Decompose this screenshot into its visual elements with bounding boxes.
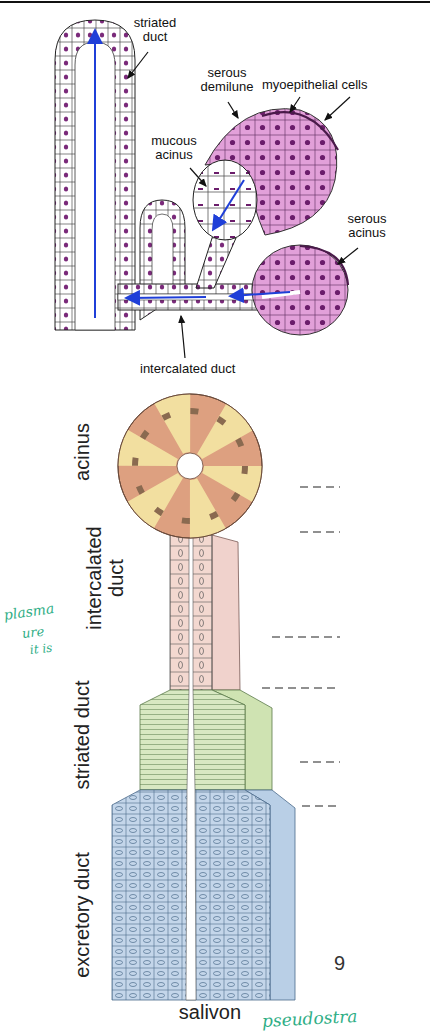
leader-line [228, 102, 238, 118]
top-rule [0, 1, 430, 3]
dashed-marker [302, 805, 340, 806]
leader-line [338, 248, 358, 264]
part-label: mucous acinus [146, 134, 202, 163]
acinus-cells [147, 423, 233, 509]
handwritten-note: plasma [3, 601, 55, 623]
dashed-marker [300, 486, 340, 487]
acinus-nuclei [135, 411, 245, 521]
leader-line [325, 97, 350, 120]
segment-label: acinus [71, 423, 93, 481]
caption: salivon [150, 1001, 270, 1023]
handwritten-note: pseudostra [262, 1007, 358, 1031]
page-number: 9 [334, 952, 345, 974]
dashed-marker [300, 761, 340, 762]
acinus-outline [118, 394, 262, 538]
segment-label: excretory duct [71, 852, 93, 978]
flow-arrow [232, 292, 290, 296]
leader-line [181, 316, 185, 358]
flow-arrow [128, 297, 206, 298]
part-label: serous demilune [194, 66, 260, 95]
part-label: intercalated duct [140, 362, 235, 376]
part-label: serous acinus [338, 212, 396, 241]
leader-line [128, 52, 148, 78]
dashed-marker [262, 687, 340, 688]
dashed-marker [300, 531, 340, 532]
leader-line [290, 97, 300, 112]
mucous-duct [196, 232, 236, 288]
serous-acinus-shape [252, 245, 348, 335]
intercalated-duct-wall [118, 284, 264, 310]
acinus-lumen [177, 453, 203, 479]
intercalated-exterior [212, 535, 240, 690]
flow-arrow [94, 32, 96, 318]
mucous-acinus-shape [193, 160, 257, 240]
flow-arrow [214, 180, 244, 228]
handwritten-note: ure [21, 625, 45, 642]
acinus-shape [118, 394, 262, 538]
segment-label: striated duct [71, 681, 93, 790]
segment-label: intercalated duct [83, 515, 127, 641]
part-label: striated duct [123, 16, 187, 45]
lumen [186, 520, 196, 1000]
dashed-marker [272, 636, 340, 637]
myoepithelial-cell [300, 246, 348, 285]
leader-line [190, 168, 206, 186]
part-label: myoepithelial cells [262, 78, 368, 92]
handwritten-note: it is [29, 642, 53, 657]
